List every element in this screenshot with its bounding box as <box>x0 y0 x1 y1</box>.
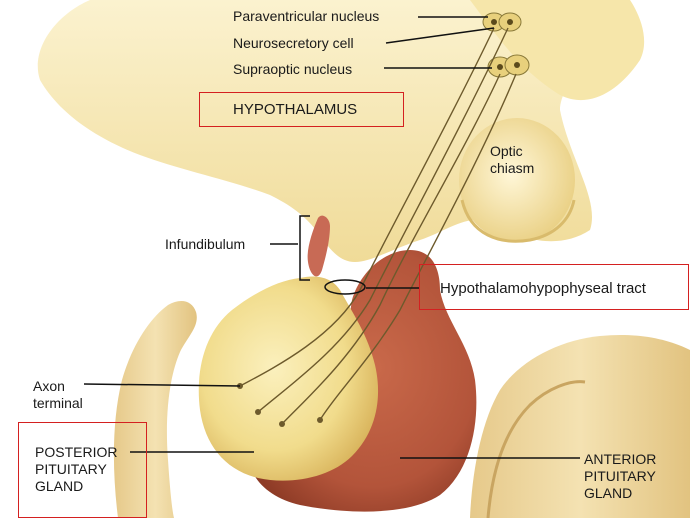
anterior-pituitary-label: ANTERIOR PITUITARY GLAND <box>584 451 656 502</box>
hypothalamus-label: HYPOTHALAMUS <box>233 101 357 118</box>
infundibulum-label: Infundibulum <box>165 236 245 253</box>
hypothalamohypophyseal-tract-label: Hypothalamohypophyseal tract <box>440 280 646 297</box>
sphenoid-bone-right <box>470 335 690 518</box>
optic-chiasm <box>459 118 575 242</box>
optic-chiasm-label: Optic chiasm <box>490 143 534 177</box>
posterior-pituitary-label: POSTERIOR PITUITARY GLAND <box>35 444 117 495</box>
infundibulum <box>308 216 330 277</box>
axon-terminal-label: Axon terminal <box>33 378 83 412</box>
paraventricular-nucleus-label: Paraventricular nucleus <box>233 8 379 25</box>
supraoptic-nucleus-label: Supraoptic nucleus <box>233 61 352 78</box>
neurosecretory-cell-label: Neurosecretory cell <box>233 35 354 52</box>
